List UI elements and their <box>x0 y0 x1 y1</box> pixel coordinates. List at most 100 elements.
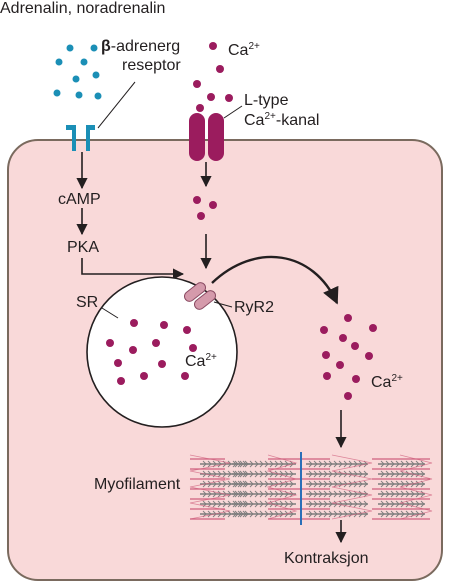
myosin-head <box>395 500 400 508</box>
myosin-head <box>338 510 343 518</box>
myosin-head <box>338 490 343 498</box>
myosin-head <box>279 490 284 498</box>
myosin-head <box>390 510 395 518</box>
myosin-head <box>400 470 405 478</box>
receptor-leader-line <box>97 81 136 129</box>
ca-cyto-label: Ca2+ <box>371 374 403 391</box>
myosin-head <box>313 480 318 488</box>
myosin-head <box>328 500 333 508</box>
myosin-head <box>227 470 232 478</box>
myosin-head <box>313 500 318 508</box>
ryr2-channel <box>183 282 217 310</box>
myosin-head <box>239 500 244 508</box>
myosin-head <box>264 470 269 478</box>
myosin-head <box>264 490 269 498</box>
myosin-head <box>318 460 323 468</box>
myosin-head <box>313 490 318 498</box>
myosin-head <box>400 480 405 488</box>
myosin-head <box>279 470 284 478</box>
myosin-head <box>308 510 313 518</box>
myosin-head <box>239 470 244 478</box>
myosin-head <box>405 460 410 468</box>
myosin-head <box>380 460 385 468</box>
myosin-head <box>348 470 353 478</box>
myosin-head <box>405 500 410 508</box>
filament-connector <box>189 454 231 520</box>
myosin-head <box>348 510 353 518</box>
myosin-head <box>380 480 385 488</box>
myosin-head <box>279 480 284 488</box>
myosin-head <box>420 490 425 498</box>
ca-top-label: Ca2+ <box>228 42 260 59</box>
ca-cyto-base: Ca <box>371 374 392 391</box>
extracellular-calcium <box>193 42 233 112</box>
myosin-head <box>420 510 425 518</box>
myosin-head <box>308 460 313 468</box>
myosin-head <box>358 460 363 468</box>
myosin-head <box>363 500 368 508</box>
myosin-head <box>227 510 232 518</box>
myosin-head <box>348 490 353 498</box>
myosin-head <box>395 490 400 498</box>
myosin-head <box>207 510 212 518</box>
myosin-head <box>284 500 289 508</box>
myosin-head <box>323 490 328 498</box>
myosin-head <box>217 480 222 488</box>
receptor-label-line1: β-adrenerg <box>101 39 180 55</box>
myosin-head <box>289 510 294 518</box>
ca-cyto-charge: 2+ <box>391 373 403 384</box>
ltype-kanal-text: -kanal <box>275 112 320 129</box>
myosin-head <box>249 470 254 478</box>
myosin-head <box>207 490 212 498</box>
myosin-head <box>420 460 425 468</box>
myosin-head <box>405 490 410 498</box>
myosin-head <box>217 490 222 498</box>
myosin-head <box>222 480 227 488</box>
myosin-head <box>363 470 368 478</box>
myosin-head <box>249 460 254 468</box>
myosin-head <box>395 510 400 518</box>
myosin-head <box>415 480 420 488</box>
sr-leader-line <box>101 307 119 319</box>
l-type-calcium-channel <box>189 113 224 161</box>
myosin-head <box>274 490 279 498</box>
myosin-head <box>269 510 274 518</box>
myosin-head <box>385 490 390 498</box>
myosin-head <box>385 470 390 478</box>
myosin-head <box>380 510 385 518</box>
filament-connector <box>399 454 433 520</box>
myosin-head <box>333 510 338 518</box>
myosin-head <box>254 500 259 508</box>
myosin-head <box>348 480 353 488</box>
myosin-head <box>318 480 323 488</box>
myosin-head <box>380 470 385 478</box>
beta-symbol: β <box>101 38 111 55</box>
pka-label: PKA <box>67 239 100 256</box>
myosin-head <box>363 480 368 488</box>
myosin-head <box>323 480 328 488</box>
myosin-head <box>279 500 284 508</box>
myosin-head <box>249 490 254 498</box>
ca-sr-base: Ca <box>185 353 206 370</box>
myosin-head <box>222 470 227 478</box>
myosin-head <box>207 500 212 508</box>
myosin-head <box>420 480 425 488</box>
myosin-head <box>308 480 313 488</box>
myosin-head <box>289 470 294 478</box>
myosin-head <box>410 470 415 478</box>
myosin-head <box>318 500 323 508</box>
myosin-head <box>385 460 390 468</box>
myosin-head <box>390 460 395 468</box>
ryr2-label: RyR2 <box>234 299 275 316</box>
myosin-head <box>264 480 269 488</box>
myosin-head <box>318 490 323 498</box>
myosin-head <box>234 500 239 508</box>
myosin-head <box>328 490 333 498</box>
myosin-head <box>415 490 420 498</box>
myosin-head <box>279 460 284 468</box>
myosin-head <box>328 470 333 478</box>
myosin-head <box>338 480 343 488</box>
myosin-head <box>358 500 363 508</box>
myosin-head <box>239 490 244 498</box>
